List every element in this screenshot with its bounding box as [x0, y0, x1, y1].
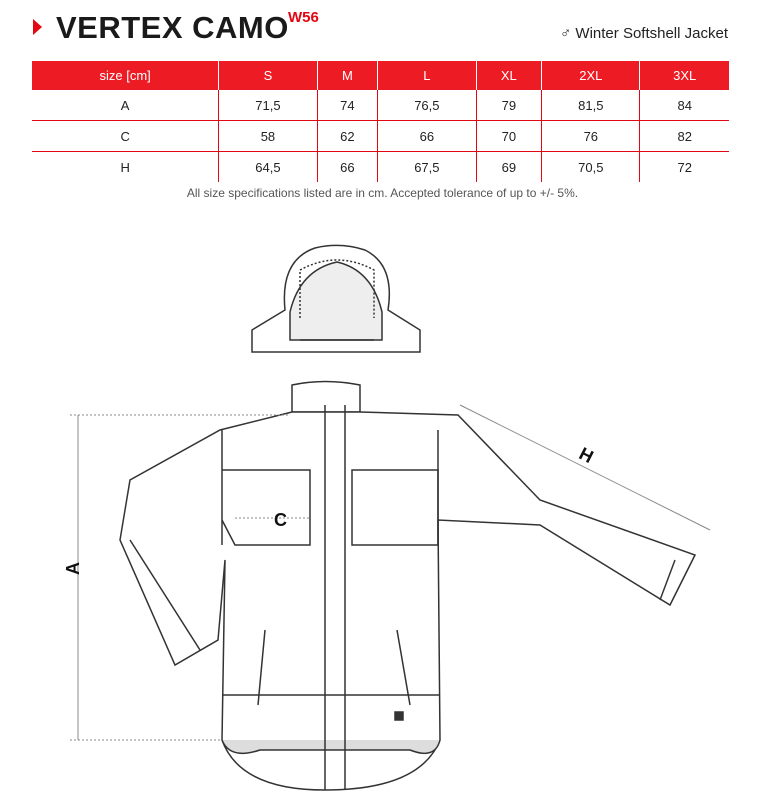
column-header: 3XL	[639, 61, 729, 90]
measure-label-c: C	[274, 510, 287, 530]
table-cell: 62	[316, 120, 378, 152]
table-cell: 70,5	[541, 151, 640, 182]
table-cell: 82	[639, 120, 729, 152]
column-header: L	[377, 61, 477, 90]
table-cell: 71,5	[218, 90, 318, 121]
table-cell: 66	[316, 151, 378, 182]
table-cell: 74	[316, 90, 378, 121]
table-cell: 66	[377, 120, 477, 152]
table-cell: 58	[218, 120, 318, 152]
product-code: W56	[288, 9, 319, 26]
table-cell: 64,5	[218, 151, 318, 182]
column-header: M	[316, 61, 378, 90]
table-cell: 76,5	[377, 90, 477, 121]
table-cell: 76	[541, 120, 640, 152]
table-cell: 79	[475, 90, 542, 121]
table-cell: 70	[475, 120, 542, 152]
table-header-row: size [cm] S M L XL 2XL 3XL	[32, 61, 729, 90]
table-cell: 72	[639, 151, 729, 182]
table-cell: 84	[639, 90, 729, 121]
column-header: S	[218, 61, 318, 90]
product-title: VERTEX CAMO	[56, 10, 289, 45]
measure-label-h: H	[576, 443, 597, 467]
measure-label-a: A	[63, 562, 83, 575]
table-cell: 69	[475, 151, 542, 182]
table-cell: 67,5	[377, 151, 477, 182]
measure-lines	[70, 404, 711, 741]
row-label: A	[120, 97, 130, 113]
column-header: 2XL	[541, 61, 640, 90]
table-cell: 81,5	[541, 90, 640, 121]
row-label: C	[32, 120, 219, 152]
product-subtitle: ♂ Winter Softshell Jacket	[560, 25, 728, 42]
column-header: XL	[475, 61, 542, 90]
title-arrow-icon	[33, 19, 42, 35]
column-header: size [cm]	[32, 61, 219, 90]
tolerance-note: All size specifications listed are in cm…	[186, 186, 579, 200]
jacket-drawing	[119, 380, 697, 791]
row-label: H	[32, 151, 219, 182]
hood-drawing	[251, 244, 421, 353]
